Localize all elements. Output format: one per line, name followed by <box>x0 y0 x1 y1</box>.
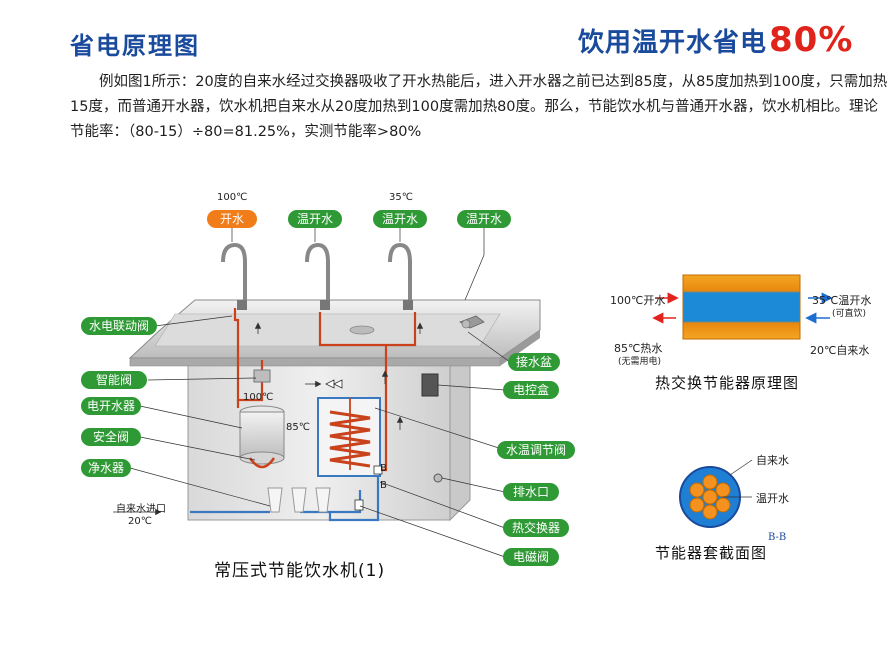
right-leader-lines <box>359 331 511 558</box>
section-inner-label: 温开水 <box>756 492 789 505</box>
label-electric-boiler: 电开水器 <box>81 397 141 415</box>
boiling-temp-label: 100℃ <box>217 192 248 203</box>
faucet <box>459 315 485 329</box>
valve-letter: B <box>380 463 387 474</box>
valve-letter: B <box>380 480 387 491</box>
control-box <box>421 373 439 397</box>
exchanger-warm-out: 85℃热水 <box>614 342 663 355</box>
valves <box>325 379 443 511</box>
inlet-label: 自来水进口 <box>116 504 166 515</box>
left-leader-lines <box>129 315 271 507</box>
exchanger-caption: 热交换节能器原理图 <box>655 374 800 392</box>
label-control-box: 电控盒 <box>503 381 559 399</box>
label-water-purifier: 净水器 <box>81 459 131 477</box>
slogan-text: 饮用温开水省电 <box>578 28 768 58</box>
label-drain-outlet: 排水口 <box>503 483 559 501</box>
label-safety-valve: 安全阀 <box>81 428 141 446</box>
preheated-temp-label: 85℃ <box>286 422 310 433</box>
slogan-percent: 80% <box>769 20 854 60</box>
label-warm-water: 温开水 <box>457 210 511 228</box>
label-warm-water: 温开水 <box>373 210 427 228</box>
label-solenoid-valve: 电磁阀 <box>503 548 559 566</box>
exchanger-tap-in: 20℃自来水 <box>810 344 870 357</box>
label-basin: 接水盆 <box>508 353 560 371</box>
water-filters <box>267 487 331 513</box>
section-outer-label: 自来水 <box>756 454 789 467</box>
page-title: 省电原理图 <box>70 32 200 60</box>
sink-counter <box>128 299 541 367</box>
faucet <box>305 242 330 310</box>
warm-temp-label: 35℃ <box>389 192 413 203</box>
label-temp-valve: 水温调节阀 <box>497 441 575 459</box>
intro-text: 例如图1所示：20度的自来水经过交换器吸收了开水热能后，进入开水器之前已达到85… <box>70 74 888 140</box>
label-warm-water: 温开水 <box>288 210 342 228</box>
exchanger-warm-drink: 35℃温开水 <box>812 294 872 307</box>
slogan: 饮用温开水省电80% <box>578 20 853 60</box>
section-tag: B-B <box>768 532 787 543</box>
boiler-tank <box>239 369 285 469</box>
faucet <box>221 242 247 310</box>
exchanger-hot-in: 100℃开水 <box>610 294 666 307</box>
section-caption: 节能器套截面图 <box>655 544 768 562</box>
exchanger-principle <box>652 274 833 340</box>
exchanger-warm-note: (无需用电) <box>618 357 662 367</box>
label-smart-valve: 智能阀 <box>81 371 147 389</box>
exchanger-drink-note: (可直饮) <box>832 309 867 319</box>
boiler-temp-label: 100℃ <box>243 392 274 403</box>
flow-arrows <box>113 322 424 516</box>
faucet-leader-lines <box>231 226 485 301</box>
intro-paragraph: 例如图1所示：20度的自来水经过交换器吸收了开水热能后，进入开水器之前已达到85… <box>70 70 890 145</box>
inlet-temp: 20℃ <box>128 516 152 527</box>
faucet <box>388 242 413 310</box>
label-boiling-water: 开水 <box>207 210 257 228</box>
heat-exchanger-unit <box>317 397 381 477</box>
faucets <box>221 242 485 329</box>
label-linked-valve: 水电联动阀 <box>81 317 157 335</box>
machine-caption: 常压式节能饮水机(1) <box>214 561 386 581</box>
label-heat-exchanger: 热交换器 <box>503 519 569 537</box>
cross-section <box>679 459 753 528</box>
